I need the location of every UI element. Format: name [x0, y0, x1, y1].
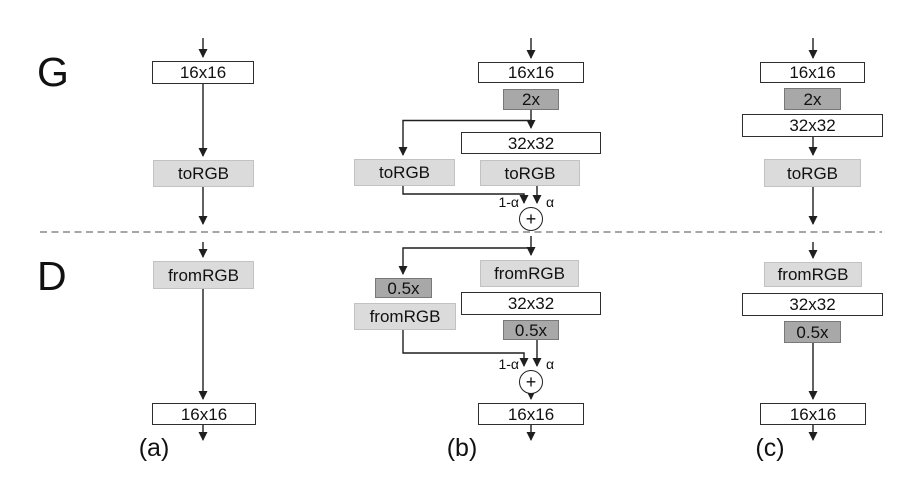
g-a-torgb: toRGB — [153, 160, 254, 187]
g-b-sum-node: + — [519, 207, 543, 231]
d-b-alpha-label: α — [546, 356, 555, 372]
d-c-fromrgb: fromRGB — [764, 262, 862, 287]
discriminator-section-label: D — [37, 253, 67, 299]
g-b-block-16x16: 16x16 — [478, 62, 584, 83]
g-b-torgb-left-to-sum-arrow — [402, 186, 529, 204]
g-c-upsample-2x: 2x — [784, 88, 841, 110]
d-b-fromrgb-right: fromRGB — [480, 260, 579, 287]
g-b-alpha-label: α — [546, 194, 555, 210]
d-c-block-16x16: 16x16 — [760, 403, 866, 425]
g-a-block-16x16: 16x16 — [152, 61, 254, 84]
g-b-block-32x32: 32x32 — [461, 132, 601, 154]
d-b-one-minus-alpha-label: 1-α — [498, 356, 519, 372]
g-b-torgb-right: toRGB — [480, 160, 580, 186]
g-c-torgb: toRGB — [764, 159, 861, 187]
d-b-downsample-05x-left: 0.5x — [375, 278, 432, 298]
d-b-sum-node: + — [519, 370, 543, 394]
d-a-fromrgb: fromRGB — [153, 261, 254, 289]
g-c-block-16x16: 16x16 — [760, 62, 865, 83]
d-b-block-32x32: 32x32 — [461, 292, 601, 315]
g-c-block-32x32: 32x32 — [742, 114, 883, 137]
g-b-one-minus-alpha-label: 1-α — [498, 194, 519, 210]
plus-icon: + — [525, 371, 537, 392]
plus-icon: + — [525, 208, 537, 229]
column-label-c: (c) — [755, 434, 785, 462]
column-label-a: (a) — [138, 434, 170, 462]
g-b-skip-to-torgb-left-arrow — [398, 119, 531, 156]
d-c-downsample-05x: 0.5x — [784, 321, 841, 343]
d-b-downsample-05x-right: 0.5x — [503, 320, 559, 340]
d-b-fromrgb-left: fromRGB — [354, 303, 456, 330]
d-b-skip-to-05x-left-arrow — [398, 247, 531, 275]
column-label-b: (b) — [446, 434, 478, 462]
d-c-block-32x32: 32x32 — [742, 293, 883, 316]
generator-section-label: G — [37, 49, 69, 95]
d-b-fromrgb-left-to-sum-arrow — [402, 330, 529, 367]
g-b-upsample-2x: 2x — [503, 89, 559, 110]
d-a-block-16x16: 16x16 — [152, 403, 256, 425]
g-b-torgb-left: toRGB — [354, 159, 455, 186]
d-b-block-16x16: 16x16 — [478, 403, 584, 425]
